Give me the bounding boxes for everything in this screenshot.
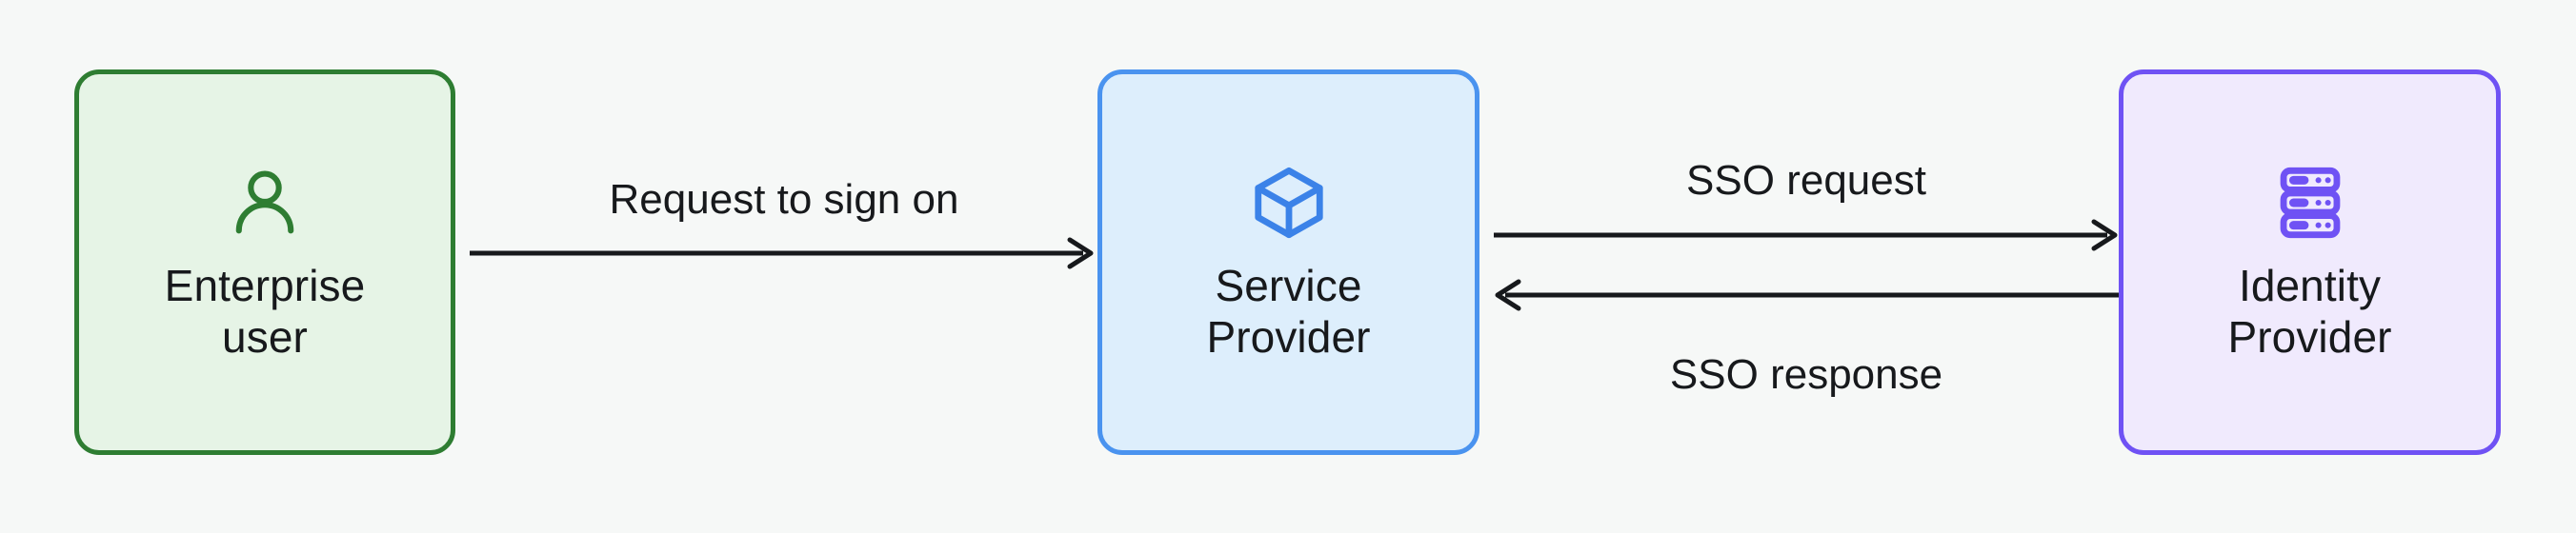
server-rack-icon (2269, 162, 2351, 244)
edge-arrow-sso-request (1494, 219, 2118, 251)
edge-arrow-sso-response (1495, 279, 2119, 311)
node-enterprise-user[interactable]: Enterprise user (74, 69, 455, 455)
edge-arrow-request-to-sign-on (470, 237, 1094, 269)
node-identity-provider[interactable]: Identity Provider (2119, 69, 2501, 455)
edge-label-sso-request: SSO request (1686, 157, 1926, 204)
cube-icon (1248, 162, 1330, 244)
person-icon (224, 162, 306, 244)
edge-label-request-to-sign-on: Request to sign on (609, 176, 959, 223)
node-label-service-provider: Service Provider (1206, 260, 1371, 362)
node-service-provider[interactable]: Service Provider (1097, 69, 1479, 455)
node-label-identity-provider: Identity Provider (2227, 260, 2392, 362)
node-label-enterprise-user: Enterprise user (164, 260, 366, 362)
edge-label-sso-response: SSO response (1669, 351, 1943, 398)
